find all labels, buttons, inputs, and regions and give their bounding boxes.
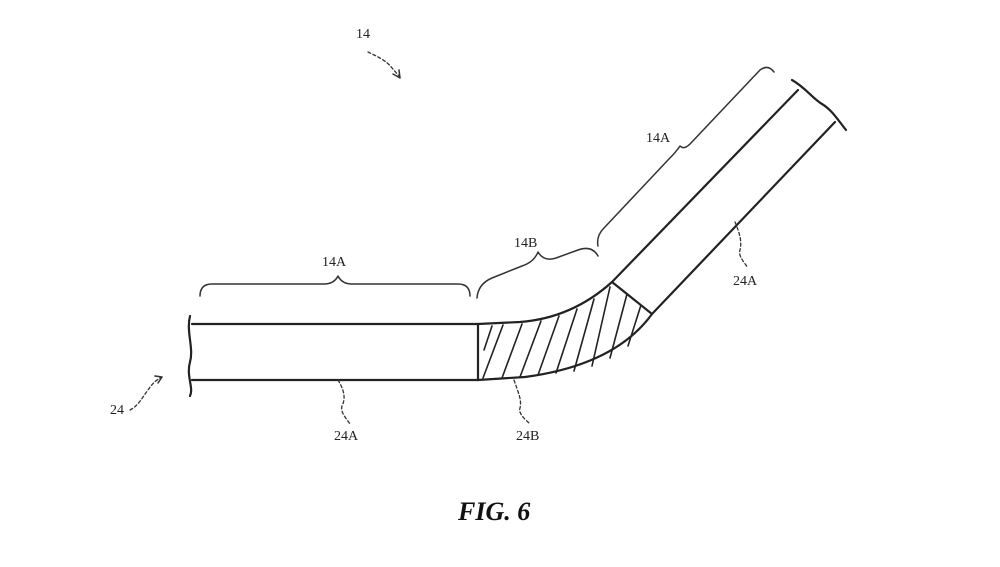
break-line-right (790, 78, 848, 132)
arrow-14 (392, 69, 401, 79)
brackets (199, 66, 775, 299)
label-14: 14 (356, 27, 370, 42)
label-24a-right: 24A (733, 274, 758, 289)
figure-caption: FIG. 6 (457, 497, 530, 526)
break-line-left (187, 314, 193, 398)
label-14a-left: 14A (322, 255, 347, 270)
label-14a-right: 14A (646, 131, 671, 146)
leader-24b (513, 379, 531, 425)
label-24: 24 (110, 403, 124, 418)
leader-24 (129, 376, 163, 411)
bend-boundary-right (610, 280, 654, 316)
arrow-24 (154, 375, 163, 384)
layer-body (187, 78, 848, 398)
reference-labels: 14 24 14A 14B 14A 24A 24B 24A (110, 27, 758, 444)
layer-bottom-edge-bend (476, 120, 837, 382)
leader-14 (367, 51, 401, 78)
bend-hatching (482, 286, 642, 379)
leader-24a-left (337, 379, 351, 425)
label-14b: 14B (514, 236, 537, 251)
bracket-14a-left (199, 275, 471, 297)
leader-lines (129, 51, 749, 425)
label-24b: 24B (516, 429, 539, 444)
label-24a-left: 24A (334, 429, 359, 444)
leader-24a-right (734, 221, 749, 269)
bracket-14a-right (596, 66, 775, 247)
bracket-14b (476, 247, 599, 299)
layer-top-edge-bend (476, 88, 800, 326)
